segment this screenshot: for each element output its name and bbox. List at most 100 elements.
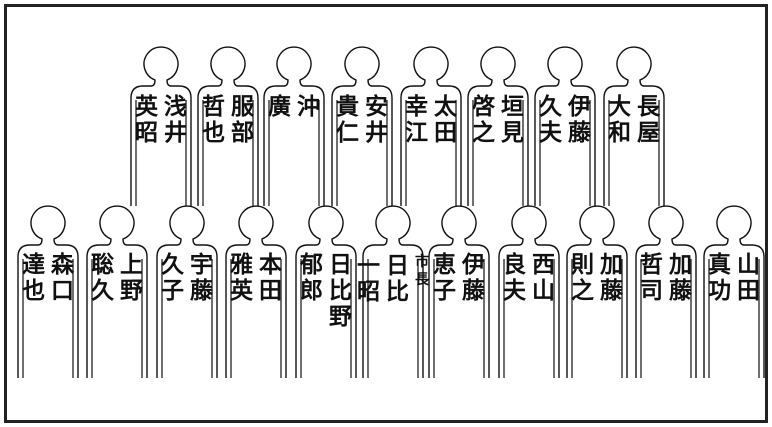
name-column: 久 夫 <box>539 94 562 146</box>
back-row-figure <box>400 46 462 206</box>
name-column: 伊 藤 <box>568 94 591 146</box>
figure-outline <box>331 46 393 206</box>
name-column: 英 昭 <box>135 94 158 146</box>
front-row-figure <box>428 205 490 378</box>
name-column: 市 長 <box>415 254 429 288</box>
figure-inner-line <box>91 259 143 378</box>
name-column: 雅 英 <box>230 252 253 304</box>
name-column: 郁 郎 <box>300 252 323 304</box>
back-row-figure <box>467 46 529 206</box>
figure-inner-line <box>336 100 388 206</box>
name-column: 加 藤 <box>669 252 692 304</box>
figure-outline <box>635 205 697 378</box>
person-name-label: 服 部哲 也 <box>200 94 256 146</box>
front-row-figure <box>156 205 218 378</box>
name-column: 日 比 野 <box>329 252 352 330</box>
figure-inner-line <box>202 100 254 206</box>
figure-outline <box>225 205 287 378</box>
person-name-label: 安 井貴 仁 <box>334 94 390 146</box>
name-column: 太 田 <box>434 94 457 146</box>
front-row-figure <box>703 205 765 378</box>
back-row-figure <box>534 46 596 206</box>
name-column: 則 之 <box>571 252 594 304</box>
name-column: 日 比 <box>386 253 409 305</box>
figure-inner-line <box>367 259 419 378</box>
name-column: 服 部 <box>231 94 254 146</box>
name-column: 貴 仁 <box>336 94 359 146</box>
front-row-figure <box>566 205 628 378</box>
figure-inner-line <box>708 259 760 378</box>
figure-inner-line <box>300 259 352 378</box>
figure-inner-line <box>608 100 660 206</box>
name-column: 哲 司 <box>640 252 663 304</box>
person-name-label: 日 比 野郁 郎 <box>298 252 354 330</box>
name-column: 聡 久 <box>91 252 114 304</box>
figure-outline <box>156 205 218 378</box>
figure-inner-line <box>472 100 524 206</box>
name-column: 本 田 <box>259 252 282 304</box>
name-column: 伊 藤 <box>462 252 485 304</box>
name-column: 久 子 <box>161 252 184 304</box>
figure-outline <box>263 46 325 206</box>
person-name-label: 長 屋大 和 <box>606 94 662 146</box>
figure-outline <box>467 46 529 206</box>
name-column: 一 昭 <box>357 253 380 305</box>
front-row-figure <box>86 205 148 378</box>
person-name-label: 沖廣 <box>266 94 322 120</box>
figure-outline <box>86 205 148 378</box>
name-column: 宇 藤 <box>190 252 213 304</box>
name-column: 真 功 <box>708 252 731 304</box>
front-row-figure <box>17 205 79 378</box>
figure-inner-line <box>433 259 485 378</box>
name-column: 良 夫 <box>503 252 526 304</box>
figure-inner-line <box>161 259 213 378</box>
figure-outline <box>703 205 765 378</box>
person-name-label: 山 田真 功 <box>706 252 762 304</box>
person-name-label: 西 山良 夫 <box>501 252 557 304</box>
person-name-label: 森 口達 也 <box>20 252 76 304</box>
figure-inner-line <box>405 100 457 206</box>
figure-outline <box>197 46 259 206</box>
figure-inner-line <box>503 259 555 378</box>
front-row-figure <box>362 205 424 378</box>
figure-outline <box>362 205 424 378</box>
figure-outline <box>130 46 192 206</box>
person-name-label: 伊 藤久 夫 <box>537 94 593 146</box>
figure-outline <box>603 46 665 206</box>
name-column: 浅 井 <box>164 94 187 146</box>
name-column: 安 井 <box>365 94 388 146</box>
back-row-figure <box>603 46 665 206</box>
figure-outline <box>534 46 596 206</box>
person-name-label: 太 田幸 江 <box>403 94 459 146</box>
name-column: 恵 子 <box>433 252 456 304</box>
back-row-figure <box>197 46 259 206</box>
back-row-figure <box>331 46 393 206</box>
name-column: 幸 江 <box>405 94 428 146</box>
front-row-figure <box>498 205 560 378</box>
person-name-label: 市 長日 比一 昭 <box>357 253 429 305</box>
front-row-figure <box>635 205 697 378</box>
name-column: 沖 <box>297 94 320 120</box>
name-column: 加 藤 <box>600 252 623 304</box>
name-column: 廣 <box>268 94 291 120</box>
figure-inner-line <box>571 259 623 378</box>
figure-inner-line <box>268 100 320 206</box>
name-column: 哲 也 <box>202 94 225 146</box>
figure-outline <box>498 205 560 378</box>
figure-outline <box>428 205 490 378</box>
figure-inner-line <box>539 100 591 206</box>
name-column: 啓 之 <box>472 94 495 146</box>
person-name-label: 垣 見啓 之 <box>470 94 526 146</box>
person-name-label: 浅 井英 昭 <box>133 94 189 146</box>
name-column: 長 屋 <box>637 94 660 146</box>
person-name-label: 本 田雅 英 <box>228 252 284 304</box>
figure-outline <box>17 205 79 378</box>
front-row-figure <box>225 205 287 378</box>
figure-inner-line <box>135 100 187 206</box>
front-row-figure <box>295 205 357 378</box>
back-row-figure <box>130 46 192 206</box>
back-row-figure <box>263 46 325 206</box>
name-column: 上 野 <box>120 252 143 304</box>
person-name-label: 伊 藤恵 子 <box>431 252 487 304</box>
